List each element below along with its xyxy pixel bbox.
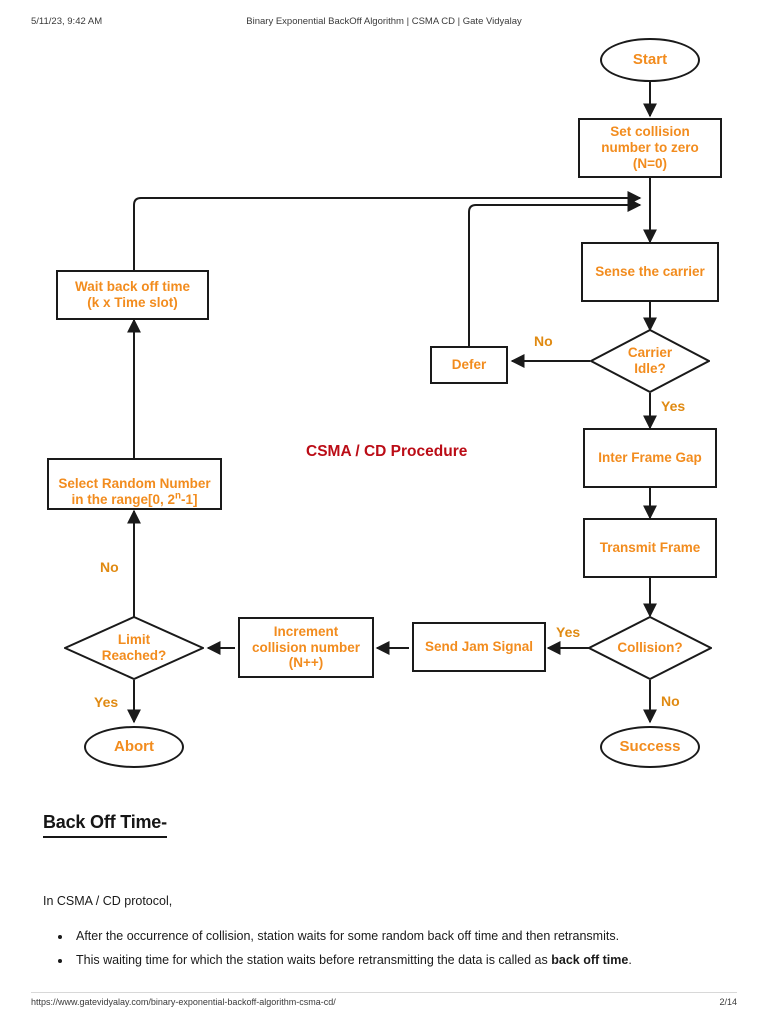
- node-success: Success: [600, 726, 700, 768]
- node-select-random-number: Select Random Number in the range[0, 2n-…: [47, 458, 222, 510]
- bullet-list: After the occurrence of collision, stati…: [43, 924, 733, 973]
- limit-reached-diamond-shape: [62, 615, 206, 681]
- node-carrier-idle-label: Carrier Idle?: [627, 345, 673, 376]
- edge-label-collision-yes: Yes: [556, 624, 581, 640]
- header-date: 5/11/23, 9:42 AM: [31, 16, 103, 27]
- page-footer: https://www.gatevidyalay.com/binary-expo…: [31, 992, 737, 1013]
- node-send-jam-signal-label: Send Jam Signal: [424, 639, 534, 655]
- header-document-title: Binary Exponential BackOff Algorithm | C…: [246, 16, 522, 27]
- node-defer: Defer: [430, 346, 508, 384]
- csma-cd-flowchart: Start Set collision number to zero (N=0)…: [0, 30, 768, 790]
- node-success-label: Success: [619, 738, 681, 756]
- select-random-prefix: Select Random Number in the range[0, 2: [58, 476, 211, 507]
- node-set-collision-number-label: Set collision number to zero (N=0): [601, 124, 699, 171]
- node-select-random-number-label: Select Random Number in the range[0, 2n-…: [58, 460, 210, 508]
- select-random-suffix: -1]: [180, 491, 198, 507]
- edge-defer-feedback: [468, 198, 642, 346]
- node-carrier-idle: Carrier Idle?: [588, 328, 712, 394]
- node-transmit-frame: Transmit Frame: [583, 518, 717, 578]
- node-wait-back-off-time-label: Wait back off time (k x Time slot): [74, 279, 190, 310]
- list-item-bold: back off time: [551, 953, 629, 968]
- node-collision: Collision?: [586, 615, 714, 681]
- intro-paragraph: In CSMA / CD protocol,: [43, 894, 173, 908]
- node-transmit-frame-label: Transmit Frame: [599, 540, 701, 556]
- node-send-jam-signal: Send Jam Signal: [412, 622, 546, 672]
- node-sense-the-carrier-label: Sense the carrier: [595, 264, 705, 280]
- list-item-text-after: .: [628, 953, 632, 968]
- node-limit-reached: Limit Reached?: [62, 615, 206, 681]
- flowchart-connectors: [127, 82, 657, 724]
- page-title: Back Off Time-: [43, 812, 167, 838]
- collision-diamond-shape: [586, 615, 714, 681]
- list-item: This waiting time for which the station …: [72, 948, 733, 972]
- flowchart-title: CSMA / CD Procedure: [306, 443, 468, 460]
- node-abort-label: Abort: [114, 738, 154, 756]
- node-wait-back-off-time: Wait back off time (k x Time slot): [56, 270, 209, 320]
- node-start-label: Start: [632, 51, 668, 69]
- node-start: Start: [600, 38, 700, 82]
- edge-label-collision-no: No: [661, 693, 680, 709]
- node-set-collision-number: Set collision number to zero (N=0): [578, 118, 722, 178]
- node-collision-label: Collision?: [617, 640, 683, 656]
- select-random-exponent: n: [175, 490, 181, 502]
- footer-page-number: 2/14: [719, 997, 737, 1007]
- page-header: 5/11/23, 9:42 AM Binary Exponential Back…: [0, 16, 768, 30]
- node-increment-collision-number-label: Increment collision number (N++): [251, 623, 360, 671]
- node-inter-frame-gap-label: Inter Frame Gap: [598, 450, 702, 466]
- node-increment-collision-number: Increment collision number (N++): [238, 617, 374, 678]
- node-inter-frame-gap: Inter Frame Gap: [583, 428, 717, 488]
- carrier-idle-diamond-shape: [588, 328, 712, 394]
- edge-label-limit-reached-no: No: [100, 559, 119, 575]
- edge-label-carrier-idle-yes: Yes: [661, 398, 686, 414]
- node-sense-the-carrier: Sense the carrier: [581, 242, 719, 302]
- list-item-text: This waiting time for which the station …: [76, 953, 552, 968]
- edge-label-limit-reached-yes: Yes: [94, 694, 119, 710]
- list-item-text: After the occurrence of collision, stati…: [76, 929, 620, 943]
- footer-url: https://www.gatevidyalay.com/binary-expo…: [31, 997, 336, 1007]
- list-item: After the occurrence of collision, stati…: [72, 924, 733, 948]
- node-defer-label: Defer: [451, 357, 487, 373]
- edge-label-carrier-idle-no: No: [534, 333, 553, 349]
- node-abort: Abort: [84, 726, 184, 768]
- edge-wait-backoff-feedback: [133, 191, 642, 270]
- node-limit-reached-label: Limit Reached?: [101, 632, 167, 663]
- article-body: Back Off Time- In CSMA / CD protocol, Af…: [43, 812, 733, 973]
